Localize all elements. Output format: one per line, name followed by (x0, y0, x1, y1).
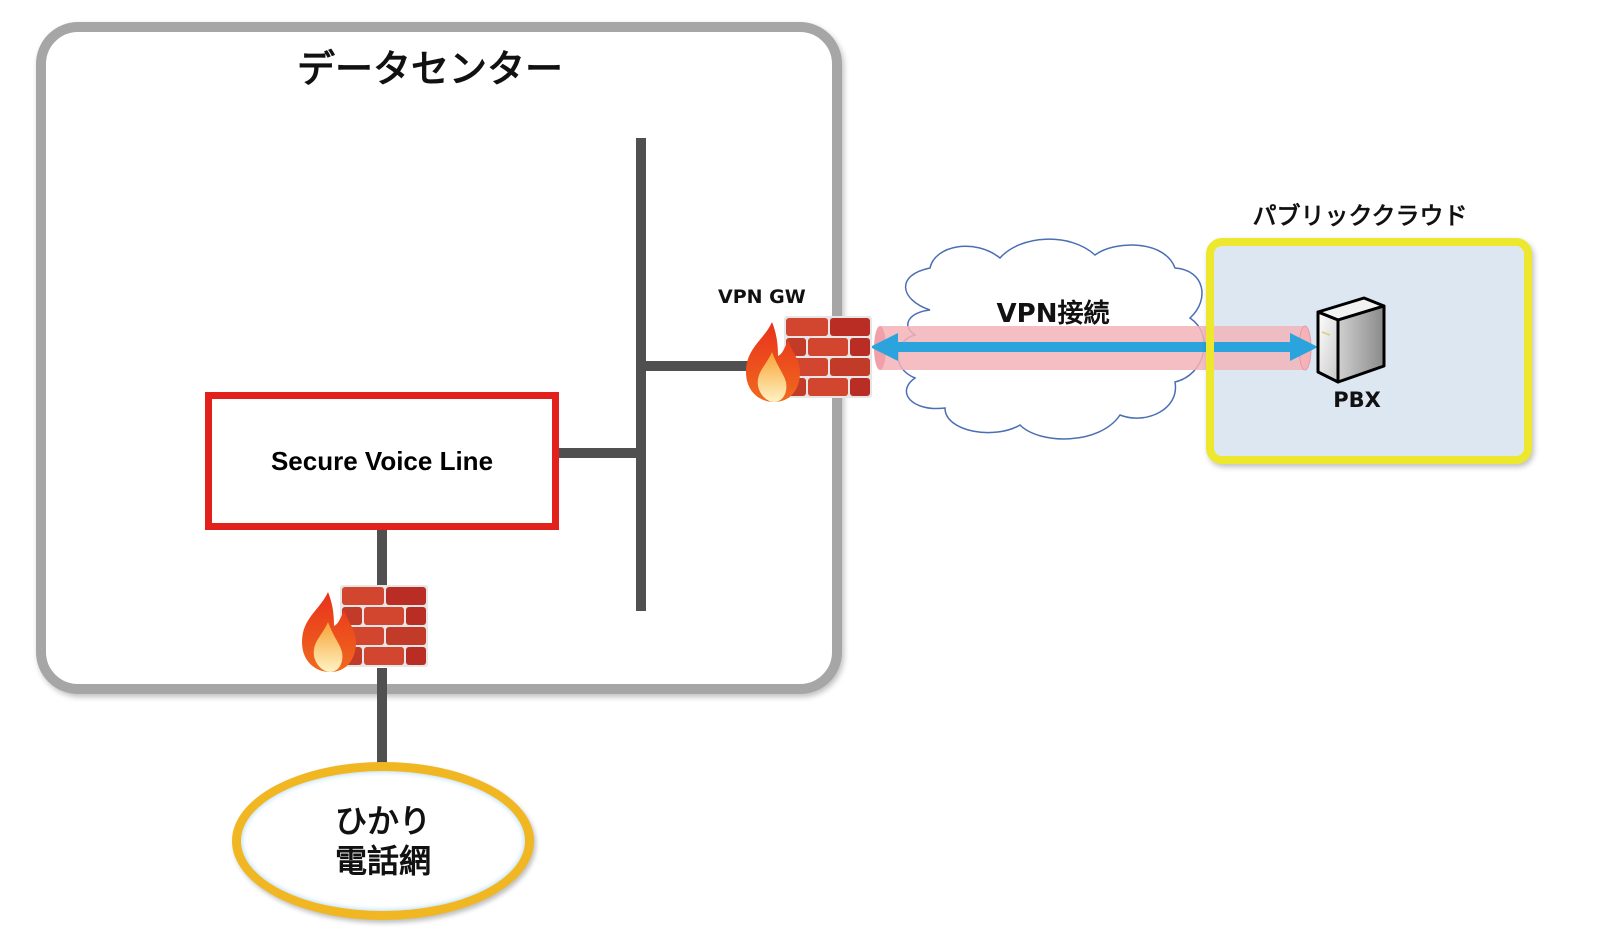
vpn-gateway-label: VPN GW (718, 286, 806, 308)
vpn-arrow-head-left (870, 333, 898, 361)
secure-voice-line-box[interactable]: Secure Voice Line (205, 392, 559, 530)
svl-to-firewall-line (377, 528, 387, 588)
svl-to-bus-line (552, 448, 640, 458)
vpn-connection-label: VPN接続 (996, 299, 1110, 329)
pbx-server-icon (1316, 296, 1386, 384)
public-cloud-title: パブリッククラウド (1252, 202, 1468, 230)
vertical-bus-line (636, 138, 646, 611)
bus-to-vpngw-line (640, 361, 752, 371)
phone-network-label-line1: ひかり (334, 802, 431, 840)
secure-voice-line-label: Secure Voice Line (270, 445, 494, 476)
phone-network-label-line2: 電話網 (334, 842, 431, 880)
datacenter-container (36, 22, 842, 694)
phone-network-ellipse[interactable]: ひかり 電話網 (232, 762, 534, 920)
firewall-to-network-line (377, 668, 387, 768)
pbx-label: PBX (1333, 388, 1381, 412)
datacenter-title: データセンター (296, 47, 563, 91)
